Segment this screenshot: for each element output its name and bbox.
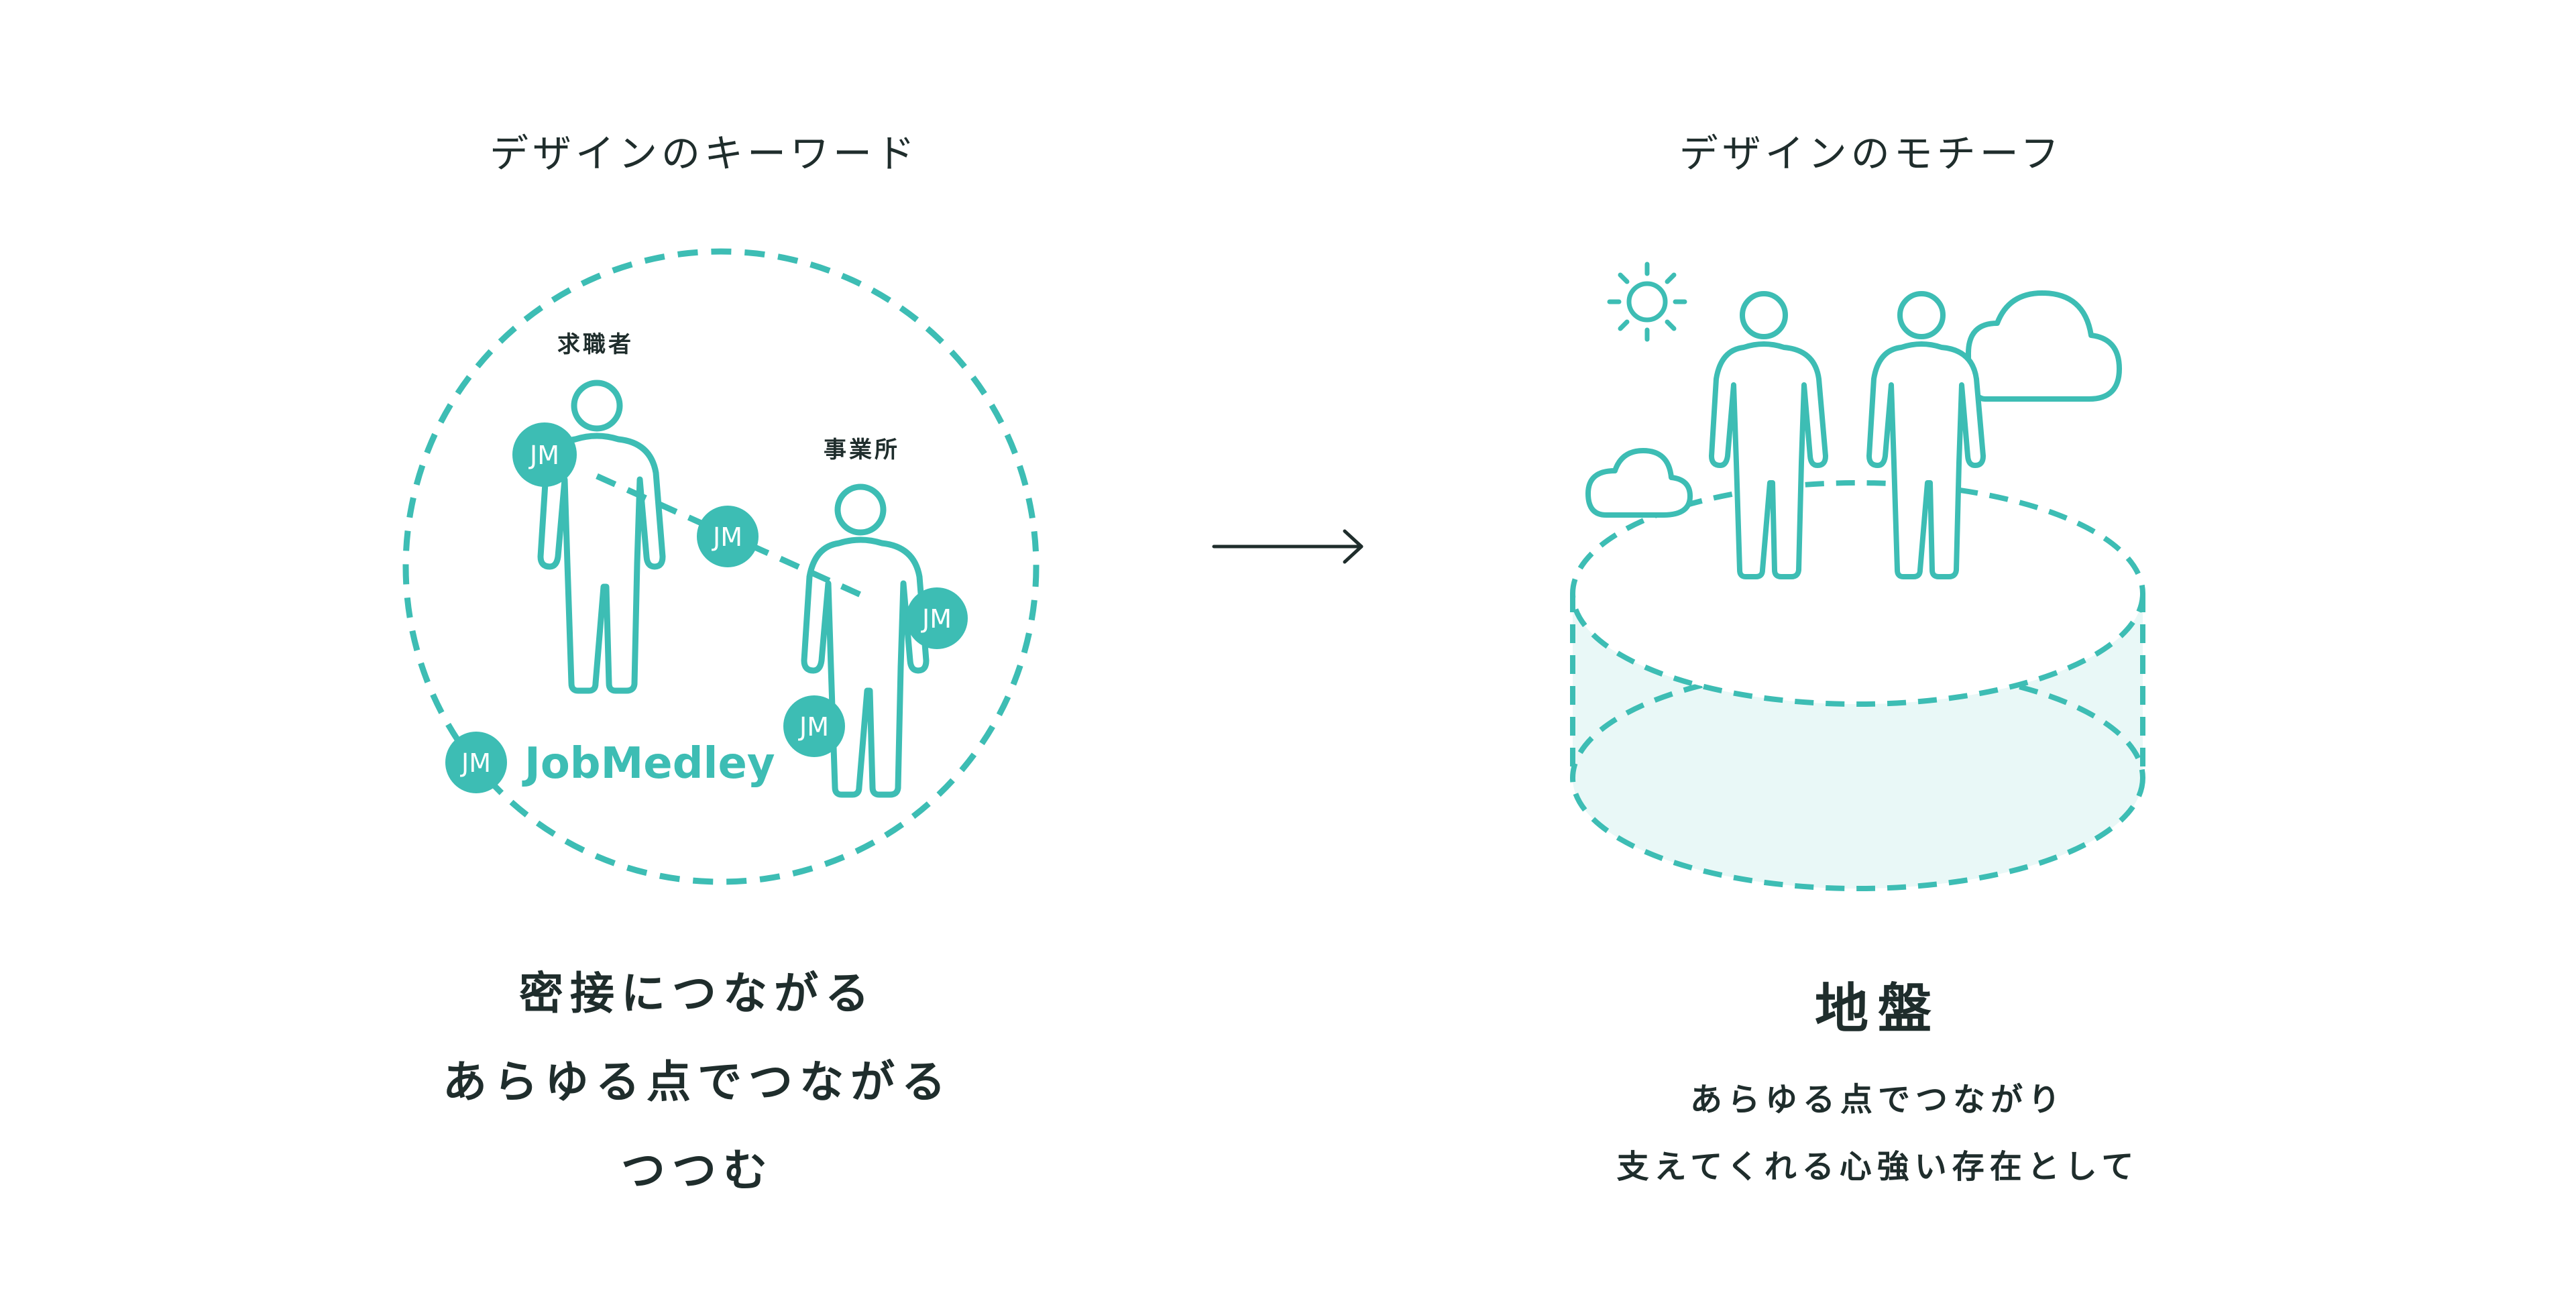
svg-text:JM: JM bbox=[798, 712, 829, 742]
sun-icon bbox=[1607, 262, 1687, 342]
svg-text:JM: JM bbox=[921, 604, 952, 634]
person-icon bbox=[801, 483, 930, 798]
keywords-heading: デザインのキーワード bbox=[490, 131, 919, 176]
keyword-line: 密接につながる bbox=[519, 968, 876, 1019]
jm-badge: JM bbox=[783, 695, 845, 757]
cloud-icon bbox=[1585, 448, 1693, 518]
keyword-line: あらゆる点でつながる bbox=[443, 1056, 952, 1108]
jm-badge: JM bbox=[906, 587, 968, 649]
keyword-line: つつむ bbox=[621, 1145, 774, 1196]
motif-heading: デザインのモチーフ bbox=[1679, 131, 2064, 176]
job-seeker-label: 求職者 bbox=[557, 331, 634, 358]
jm-badge: JM bbox=[512, 422, 577, 487]
jm-badge: JM bbox=[445, 732, 507, 793]
office-label: 事業所 bbox=[824, 437, 900, 463]
motif-description-line: あらゆる点でつながり bbox=[1689, 1081, 2066, 1119]
connection-dashed-circle bbox=[402, 248, 1040, 885]
person-icon bbox=[1866, 291, 1986, 579]
jm-badge: JM bbox=[697, 506, 759, 567]
motif-illustration bbox=[1570, 262, 2145, 891]
brand-logo: JobMedley bbox=[522, 739, 775, 789]
motif-title: 地盤 bbox=[1815, 978, 1941, 1040]
arrow-right-icon bbox=[1212, 529, 1363, 564]
keyword-diagram: 求職者 事業所 JM JM JM JM JM JobMedley bbox=[402, 248, 1040, 885]
svg-text:JM: JM bbox=[460, 748, 491, 778]
person-icon bbox=[537, 380, 666, 694]
person-icon bbox=[1709, 291, 1828, 579]
motif-description-line: 支えてくれる心強い存在として bbox=[1616, 1148, 2139, 1186]
svg-text:JM: JM bbox=[528, 441, 559, 470]
cloud-icon bbox=[1966, 290, 2122, 402]
svg-text:JM: JM bbox=[712, 522, 742, 552]
